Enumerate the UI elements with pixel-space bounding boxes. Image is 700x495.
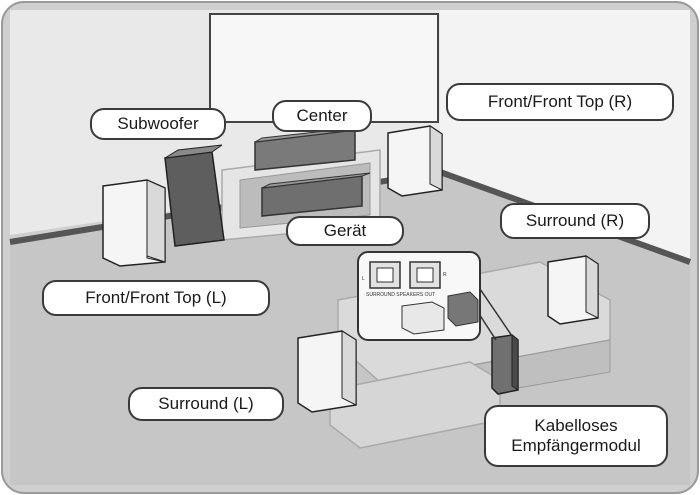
label-device: Gerät	[286, 216, 404, 246]
label-center: Center	[272, 100, 372, 132]
label-front-left: Front/Front Top (L)	[42, 280, 270, 316]
inset-port-right-label: R	[443, 272, 447, 278]
inset-caption: SURROUND SPEAKERS OUT	[366, 292, 435, 298]
inset-port-left-label: L	[362, 276, 365, 282]
label-surround-right: Surround (R)	[500, 203, 650, 239]
label-front-right: Front/Front Top (R)	[446, 83, 674, 121]
inset-plug	[401, 301, 445, 335]
label-wireless-receiver-line1: Kabelloses	[534, 416, 618, 436]
label-wireless-receiver-line2: Empfängermodul	[511, 436, 641, 455]
inset-module	[447, 291, 479, 327]
label-surround-left: Surround (L)	[128, 387, 284, 421]
right-wall	[440, 10, 690, 265]
label-wireless-receiver: Kabelloses Empfängermodul	[484, 405, 668, 467]
label-subwoofer: Subwoofer	[90, 108, 226, 140]
